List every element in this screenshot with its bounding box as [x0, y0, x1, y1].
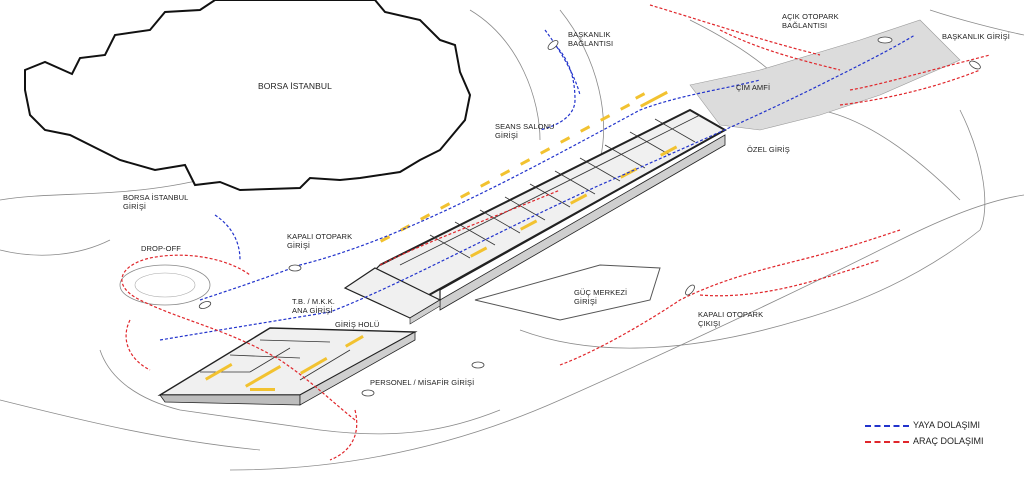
- label-baskanlik-baglantisi: BAŞKANLIK BAĞLANTISI: [568, 30, 614, 48]
- label-giris-holu: GİRİŞ HOLÜ: [335, 320, 380, 329]
- borsa-istanbul-building: [24, 0, 472, 192]
- label-baskanlik-girisi: BAŞKANLIK GİRİŞİ: [942, 32, 1010, 41]
- label-kapali-otopark-cikisi: KAPALI OTOPARK ÇIKIŞI: [698, 310, 764, 328]
- legend-vehicle-label: ARAÇ DOLAŞIMI: [913, 436, 984, 446]
- pedestrian-routes: [159, 29, 916, 341]
- power-center: [474, 264, 661, 321]
- label-acik-otopark-baglantisi: AÇIK OTOPARK BAĞLANTISI: [782, 12, 839, 30]
- label-borsa-istanbul: BORSA İSTANBUL: [258, 81, 332, 91]
- connector-bridge: [343, 267, 442, 325]
- plaza-surface: [689, 19, 961, 131]
- label-ozel-giris: ÖZEL GİRİŞ: [747, 145, 790, 154]
- legend-vehicle-swatch: [865, 441, 909, 443]
- drop-off-roundabout: [119, 264, 211, 306]
- entrance-hall-block: [157, 327, 418, 406]
- legend-pedestrian-label: YAYA DOLAŞIMI: [913, 420, 981, 430]
- vehicle-routes: [121, 4, 991, 461]
- label-guc-merkezi-girisi: GÜÇ MERKEZİ GİRİŞİ: [574, 288, 628, 306]
- label-tb-mkk-ana-girisi: T.B. / M.K.K. ANA GİRİŞİ: [292, 297, 335, 315]
- label-cim-amfi: ÇİM AMFİ: [736, 83, 771, 92]
- legend-pedestrian-swatch: [865, 425, 909, 427]
- main-building: [373, 90, 728, 311]
- label-personel-misafir-girisi: PERSONEL / MİSAFİR GİRİŞİ: [370, 378, 475, 387]
- label-kapali-otopark-girisi: KAPALI OTOPARK GİRİŞİ: [287, 232, 353, 250]
- label-drop-off: DROP-OFF: [141, 244, 181, 253]
- terrain-lines: [0, 9, 1024, 471]
- vehicle-icons: [198, 36, 981, 397]
- seating-row: [380, 92, 646, 243]
- label-borsa-istanbul-girisi: BORSA İSTANBUL GİRİŞİ: [123, 193, 189, 211]
- label-seans-salonu-girisi: SEANS SALONU GİRİŞİ: [495, 122, 555, 140]
